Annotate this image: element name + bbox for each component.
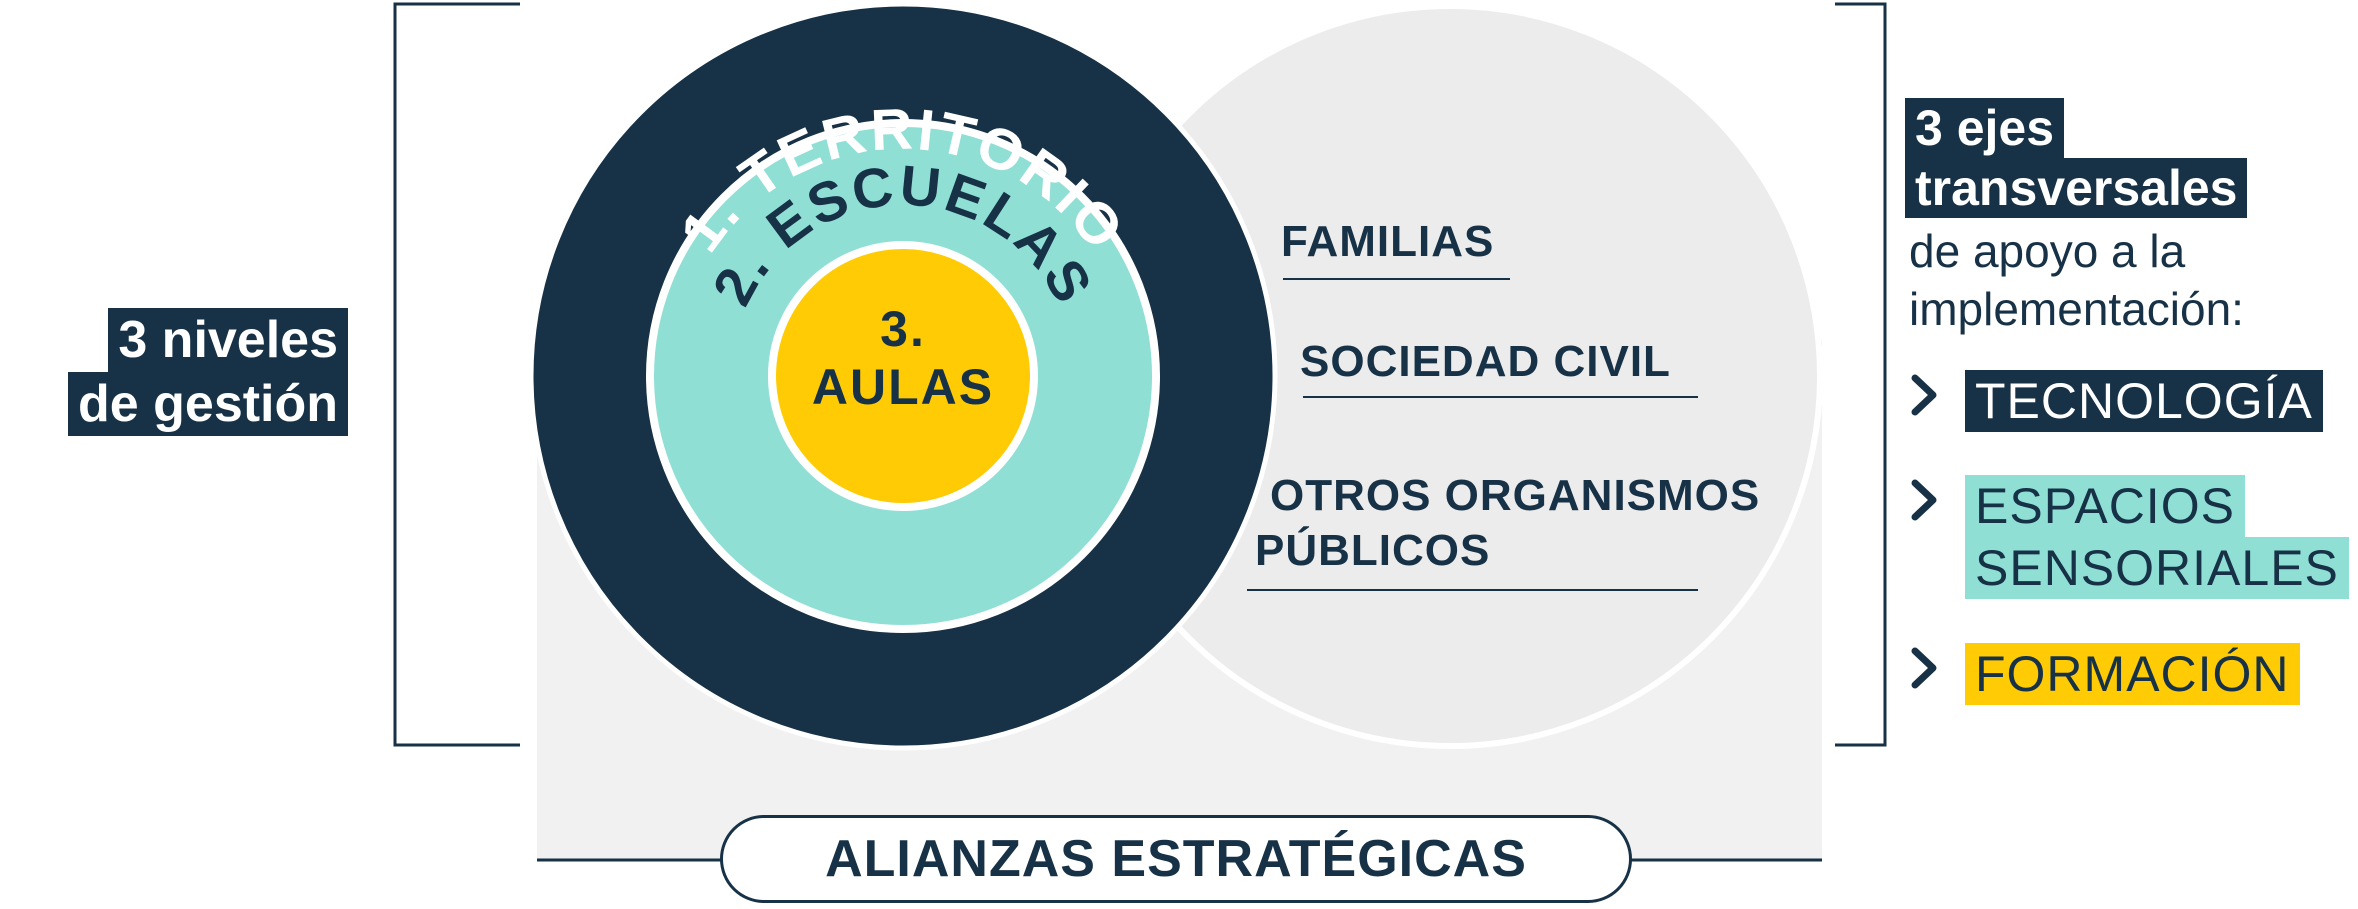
axes-subtitle-line1: de apoyo a la bbox=[1909, 225, 2186, 277]
partner-publicos: PÚBLICOS bbox=[1255, 526, 1491, 575]
axis-tecnologia: TECNOLOGÍA bbox=[1905, 370, 2323, 432]
axis-label-espacios: ESPACIOS bbox=[1965, 475, 2245, 537]
axes-title-line2: transversales bbox=[1905, 158, 2248, 218]
left-bracket bbox=[393, 2, 520, 747]
axes-subtitle: de apoyo a la implementación: bbox=[1905, 222, 2355, 338]
levels-label-line2: de gestión bbox=[68, 372, 349, 436]
chevron-right-icon bbox=[1911, 647, 1937, 689]
axis-label-sensoriales: SENSORIALES bbox=[1965, 537, 2349, 599]
axis-label-tecnologia: TECNOLOGÍA bbox=[1965, 370, 2323, 432]
alliances-label: ALIANZAS ESTRATÉGICAS bbox=[825, 830, 1527, 888]
partner-sociedad-civil: SOCIEDAD CIVIL bbox=[1300, 337, 1671, 386]
alliances-pill: ALIANZAS ESTRATÉGICAS bbox=[720, 815, 1632, 903]
classrooms-circle bbox=[768, 241, 1038, 511]
partner-otros-organismos: OTROS ORGANISMOS bbox=[1270, 471, 1761, 520]
axis-espacios-sensoriales: ESPACIOS SENSORIALES bbox=[1905, 475, 2349, 599]
management-levels-label: 3 niveles de gestión bbox=[68, 308, 349, 436]
right-bracket bbox=[1835, 2, 1887, 747]
chevron-right-icon bbox=[1911, 479, 1937, 521]
axis-formacion: FORMACIÓN bbox=[1905, 643, 2300, 705]
axes-title: 3 ejes transversales bbox=[1905, 98, 2355, 218]
classrooms-number: 3. bbox=[880, 301, 926, 357]
partner-familias: FAMILIAS bbox=[1281, 217, 1495, 266]
classrooms-name: AULAS bbox=[811, 359, 995, 415]
levels-label-line1: 3 niveles bbox=[108, 308, 349, 372]
axes-title-line1: 3 ejes bbox=[1905, 98, 2065, 158]
axis-label-formacion: FORMACIÓN bbox=[1965, 643, 2300, 705]
axes-subtitle-line2: implementación: bbox=[1909, 283, 2244, 335]
chevron-right-icon bbox=[1911, 374, 1937, 416]
classrooms-label: 3. AULAS bbox=[773, 300, 1033, 416]
transversal-axes-panel: 3 ejes transversales de apoyo a la imple… bbox=[1905, 98, 2355, 338]
